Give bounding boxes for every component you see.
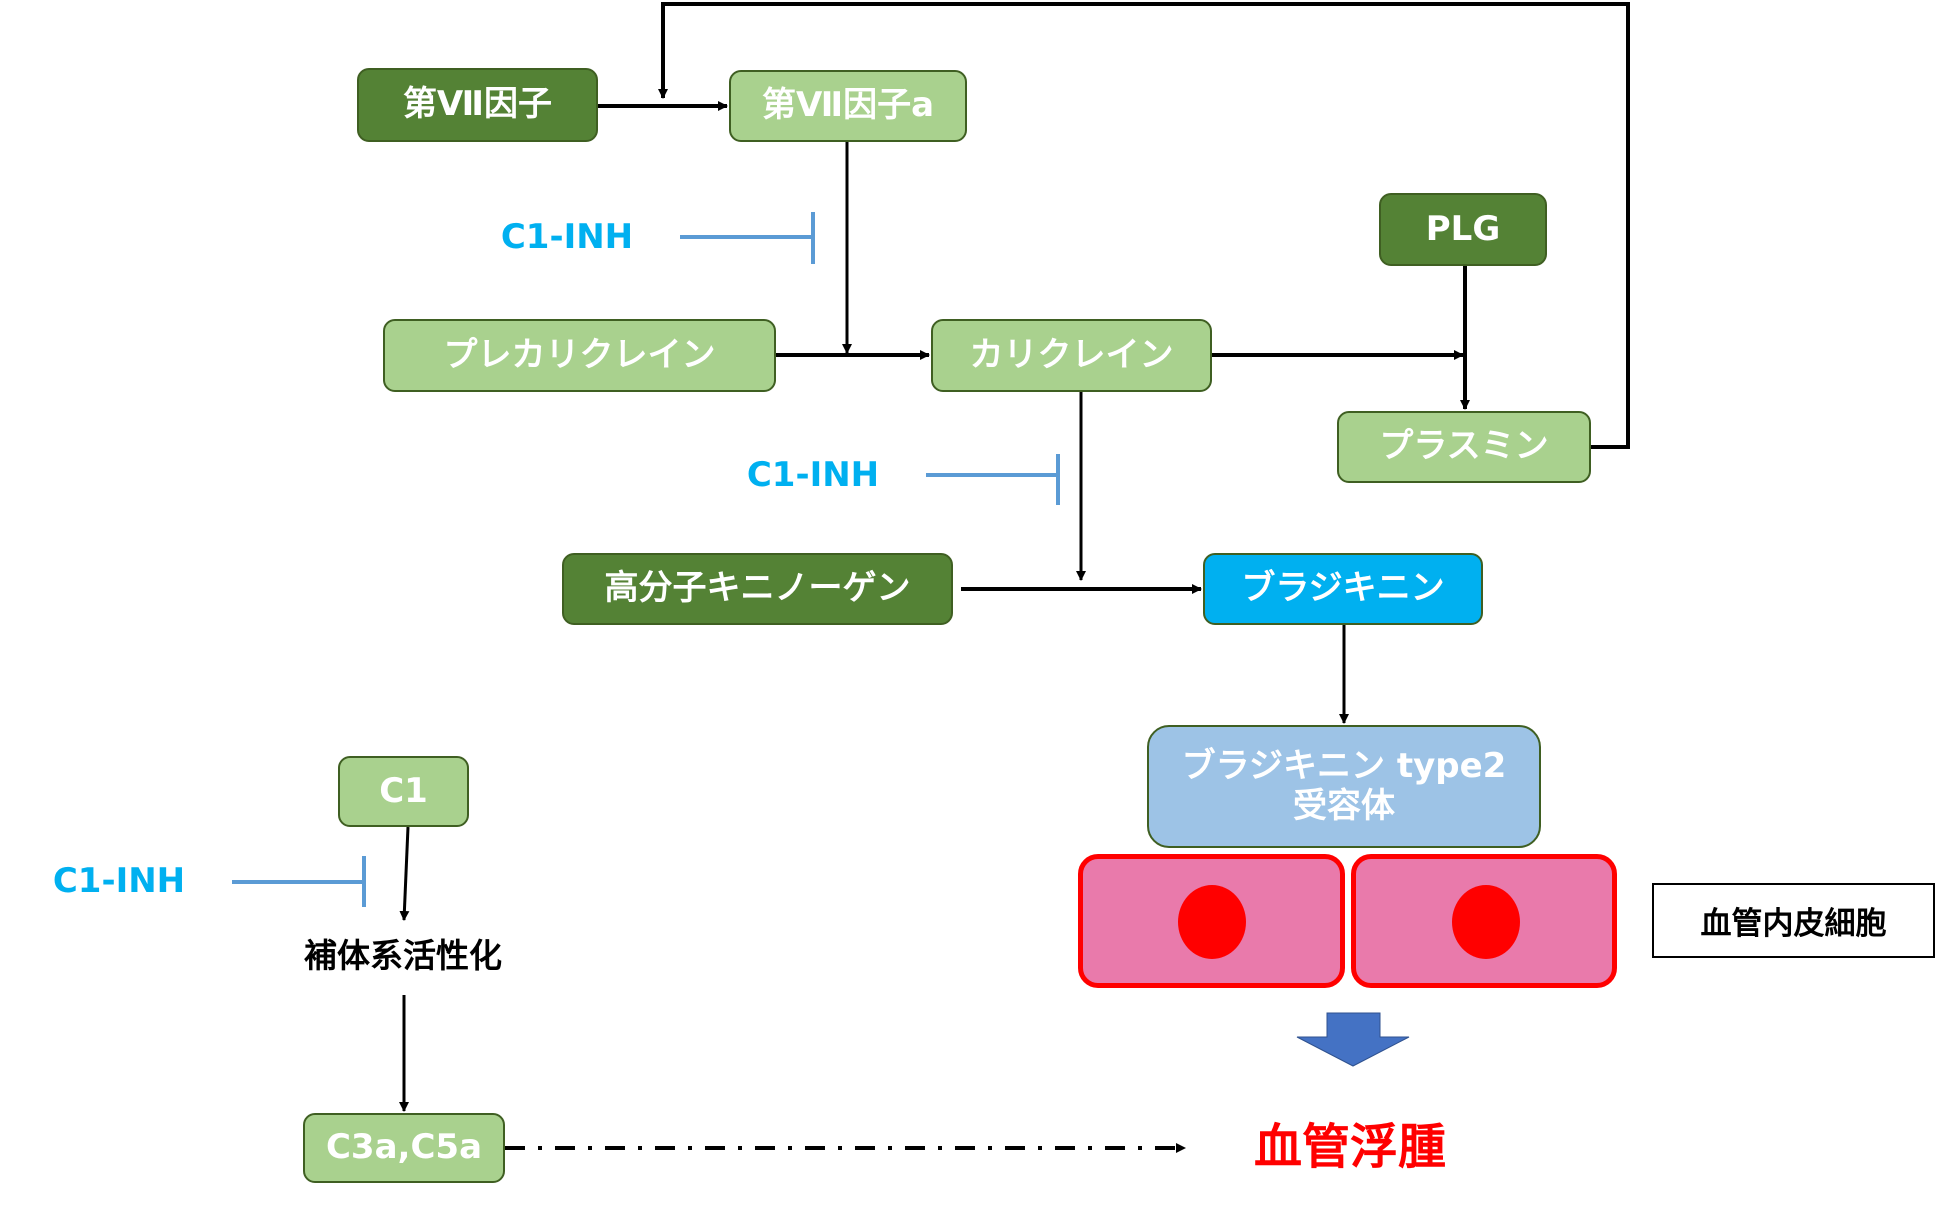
node-factor7-label: 第Ⅶ因子: [402, 84, 553, 125]
legend-endothelial-cells: 血管内皮細胞: [1652, 883, 1935, 958]
node-bradykinin: ブラジキニン: [1203, 553, 1483, 625]
node-hmwk-label: 高分子キニノーゲン: [604, 568, 911, 609]
node-kallikrein: カリクレイン: [931, 319, 1212, 392]
nucleus-2: [1452, 885, 1520, 959]
node-prekallikrein-label: プレカリクレイン: [443, 334, 716, 375]
legend-endothelial-cells-label: 血管内皮細胞: [1700, 906, 1887, 942]
inhibitor-label-3: C1-INH: [52, 861, 186, 901]
down-arrow-icon: [1296, 1012, 1410, 1067]
complement-activation-label: 補体系活性化: [304, 936, 502, 975]
node-bradykinin-label: ブラジキニン: [1241, 568, 1445, 609]
node-c3a-c5a-label: C3a,C5a: [325, 1127, 483, 1168]
node-kallikrein-label: カリクレイン: [969, 334, 1174, 375]
inhibition-line-1: [680, 212, 815, 264]
receptor-label-line1: ブラジキニン type2: [1181, 746, 1507, 787]
node-c1-label: C1: [379, 770, 428, 811]
arrow-plasmin-feedback: [658, 2, 1630, 449]
node-c3a-c5a: C3a,C5a: [303, 1113, 505, 1183]
inhibitor-label-2: C1-INH: [746, 455, 880, 495]
inhibition-line-3: [232, 856, 366, 907]
node-bradykinin-receptor: ブラジキニン type2 受容体: [1147, 725, 1541, 848]
node-hmwk: 高分子キニノーゲン: [562, 553, 953, 625]
receptor-label-line2: 受容体: [1293, 785, 1395, 826]
inhibition-line-2: [926, 454, 1060, 505]
node-prekallikrein: プレカリクレイン: [383, 319, 776, 392]
node-plg-label: PLG: [1425, 208, 1501, 249]
nucleus-1: [1178, 885, 1246, 959]
node-plasmin: プラスミン: [1337, 411, 1591, 483]
node-plasmin-label: プラスミン: [1379, 426, 1549, 467]
node-plg: PLG: [1379, 193, 1547, 266]
outcome-angioedema: 血管浮腫: [1253, 1119, 1447, 1175]
node-factor7: 第Ⅶ因子: [357, 68, 598, 142]
node-c1: C1: [338, 756, 469, 827]
endothelial-cell-2: [1351, 854, 1617, 988]
arrow-c1-down: [399, 826, 410, 921]
node-factor7a-label: 第Ⅶ因子a: [761, 85, 935, 126]
inhibitor-label-1: C1-INH: [500, 217, 634, 257]
node-factor7a: 第Ⅶ因子a: [729, 70, 967, 142]
